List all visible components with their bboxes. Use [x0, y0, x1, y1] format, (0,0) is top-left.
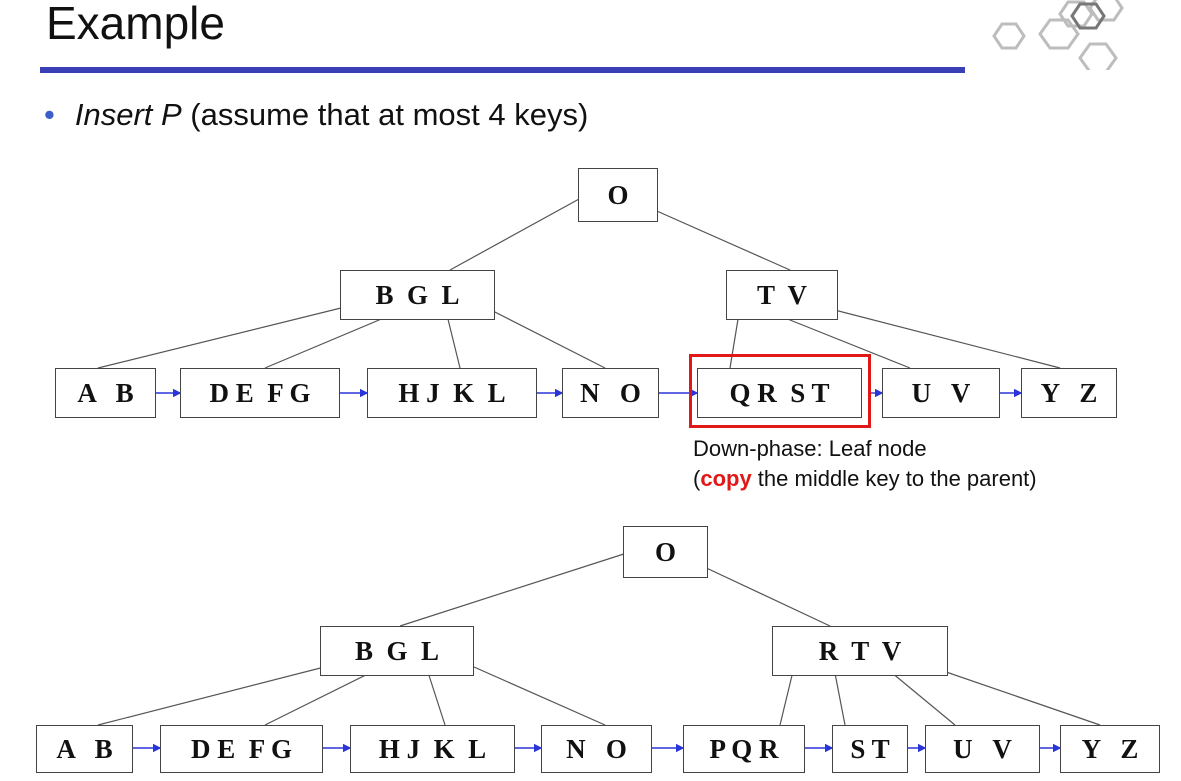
- tree-after-internal-node: B G L: [320, 626, 474, 676]
- annotation-rest: the middle key to the parent): [751, 466, 1037, 491]
- hexagon-logo-icon: [980, 0, 1181, 75]
- title-underline: [40, 67, 965, 73]
- tree-before-leaf-node: A B: [55, 368, 156, 418]
- tree-before-leaf-node: Q R S T: [697, 368, 862, 418]
- tree-after-leaf-node: D E F G: [160, 725, 323, 773]
- bullet-item: • Insert P (assume that at most 4 keys): [44, 97, 588, 133]
- tree-after-edges: [97, 551, 1101, 726]
- annotation-copy-keyword: copy: [700, 466, 752, 491]
- bullet-marker: •: [44, 97, 55, 132]
- slide-title: Example: [46, 0, 225, 49]
- annotation-open-paren: (: [693, 466, 701, 491]
- annotation-line-2: (copy the middle key to the parent): [693, 466, 1037, 492]
- annotation-line-1: Down-phase: Leaf node: [693, 436, 927, 461]
- tree-before-root-node: O: [578, 168, 658, 222]
- tree-before-leaf-node: H J K L: [367, 368, 537, 418]
- overflow-highlight-box: [689, 354, 871, 428]
- tree-after-leaf-node: Y Z: [1060, 725, 1160, 773]
- tree-after-leaf-node: U V: [925, 725, 1040, 773]
- tree-after-root-node: O: [623, 526, 708, 578]
- tree-before-internal-node: B G L: [340, 270, 495, 320]
- tree-after-leaf-node: P Q R: [683, 725, 805, 773]
- tree-after-leaf-node: N O: [541, 725, 652, 773]
- tree-after-leaf-node: S T: [832, 725, 908, 773]
- tree-after-internal-node: R T V: [772, 626, 948, 676]
- tree-before-leaf-node: U V: [882, 368, 1000, 418]
- tree-before-leaf-node: N O: [562, 368, 659, 418]
- tree-before-leaf-node: Y Z: [1021, 368, 1117, 418]
- tree-before-internal-node: T V: [726, 270, 838, 320]
- tree-after-leaf-node: H J K L: [350, 725, 515, 773]
- tree-before-leaf-node: D E F G: [180, 368, 340, 418]
- tree-after-leaf-node: A B: [36, 725, 133, 773]
- bullet-action: Insert P: [74, 97, 182, 132]
- tree-before-edges: [97, 192, 1061, 369]
- bullet-description: (assume that at most 4 keys): [181, 97, 589, 132]
